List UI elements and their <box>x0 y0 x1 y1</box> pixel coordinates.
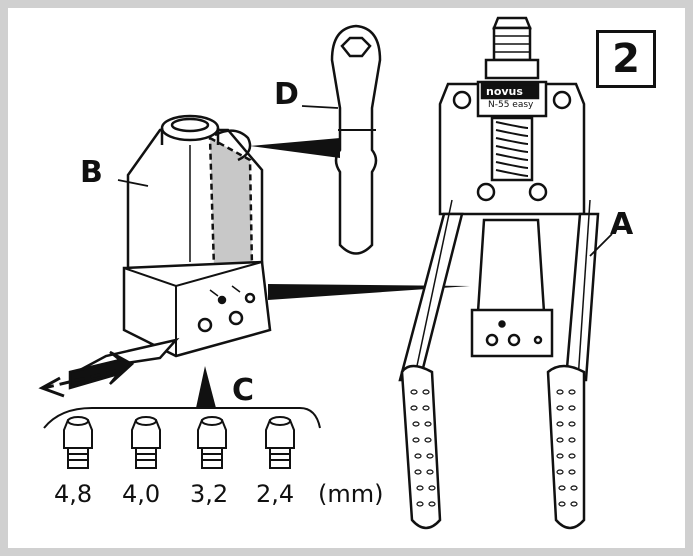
nozzle-1 <box>64 417 92 468</box>
pointer-d-to-b <box>250 138 340 158</box>
nozzle-size-4: 2,4 <box>256 482 294 506</box>
nozzle-size-3: 3,2 <box>190 482 228 506</box>
container-b <box>124 116 270 356</box>
label-a: A <box>610 210 633 240</box>
frame-left <box>0 0 8 556</box>
label-c: C <box>232 376 254 406</box>
frame-top <box>0 0 693 8</box>
figure-number: 2 <box>596 30 656 88</box>
nozzle-3 <box>198 417 226 468</box>
unit-label: (mm) <box>318 482 383 506</box>
model-name: N-55 easy <box>488 100 533 110</box>
nozzle-size-1: 4,8 <box>54 482 92 506</box>
nozzle-size-2: 4,0 <box>122 482 160 506</box>
drawer-arrow <box>42 340 176 396</box>
frame-bottom <box>0 548 693 556</box>
brand-name: novus <box>486 85 523 98</box>
pointer-c <box>196 366 216 408</box>
nozzles-c <box>64 417 294 468</box>
nozzle-4 <box>266 417 294 468</box>
frame-right <box>685 0 693 556</box>
nozzle-2 <box>132 417 160 468</box>
label-d: D <box>274 80 299 110</box>
leader-d <box>302 106 338 108</box>
label-b: B <box>80 158 103 188</box>
